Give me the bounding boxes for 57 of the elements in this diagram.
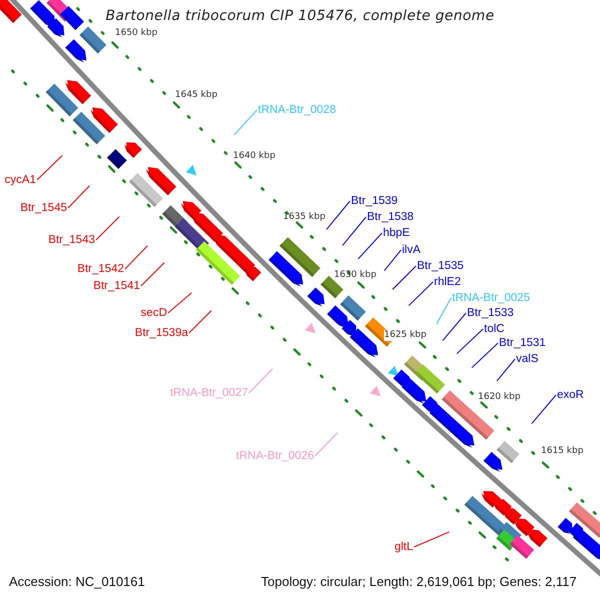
scale-label: 1645 kbp <box>175 90 218 101</box>
gene-label: valS <box>516 352 538 366</box>
gene-label: exoR <box>557 388 584 402</box>
scale-label: 1650 kbp <box>115 28 158 39</box>
gene-label: Btr_1535 <box>417 259 464 273</box>
leader-line <box>96 216 120 240</box>
leader-line <box>68 185 90 208</box>
leader-line <box>496 358 516 382</box>
leader-line <box>188 310 212 334</box>
gene-label: Btr_1539a <box>134 326 188 340</box>
gene-label: tRNA-Btr_0028 <box>258 103 336 117</box>
gene-label: Btr_1541 <box>93 279 140 293</box>
scale-label: 1640 kbp <box>233 151 276 162</box>
gene-label: Btr_1542 <box>77 262 124 276</box>
scale-label: 1620 kbp <box>478 392 520 403</box>
leader-line <box>168 292 192 314</box>
leader-line <box>124 245 148 270</box>
leader-line <box>248 368 274 394</box>
gene-label: tRNA-Btr_0027 <box>170 386 248 400</box>
leader-line <box>140 262 165 286</box>
gene-label: Btr_1545 <box>20 201 67 215</box>
leader-line <box>326 200 350 230</box>
gene-label: ilvA <box>402 243 421 257</box>
title: Bartonella tribocorum CIP 105476, complete genome <box>106 8 494 24</box>
leader-line <box>342 216 366 246</box>
scale-label: 1615 kbp <box>541 446 584 457</box>
leader-line <box>471 342 498 368</box>
leader-line <box>414 531 450 548</box>
leader-line <box>36 154 63 180</box>
leader-line <box>384 250 402 272</box>
gene-label: rhlE2 <box>434 275 461 289</box>
gene-label: hbpE <box>383 226 410 240</box>
scale-label: 1625 kbp <box>384 330 426 341</box>
leader-line <box>436 298 452 324</box>
scale-label: 1635 kbp <box>283 212 326 223</box>
footer-text: Accession: NC_010161 <box>9 574 145 590</box>
leader-line <box>234 110 258 136</box>
leader-line <box>392 266 416 290</box>
leader-line <box>531 394 556 424</box>
gene-label: tRNA-Btr_0026 <box>236 449 314 463</box>
leader-line <box>408 282 434 306</box>
scale-label: 1630 kbp <box>334 270 376 281</box>
leader-line <box>456 328 484 354</box>
gene-label: tolC <box>484 322 504 336</box>
leader-line <box>442 312 466 342</box>
leader-line <box>358 232 382 260</box>
gene-label: Btr_1533 <box>467 306 514 320</box>
gene-label: secD <box>140 306 167 320</box>
gene-label: Btr_1543 <box>48 233 95 247</box>
gene-label: gltL <box>394 540 413 554</box>
gene-label: cycA1 <box>4 173 36 187</box>
gene-label: Btr_1531 <box>499 336 546 350</box>
gene-label: Btr_1539 <box>351 194 398 208</box>
gene-label: Btr_1538 <box>367 210 414 224</box>
leader-line <box>314 432 338 456</box>
gene-label: tRNA-Btr_0025 <box>452 291 530 305</box>
footer-text: Topology: circular; Length: 2,619,061 bp; Genes: 2,117 <box>261 574 577 590</box>
